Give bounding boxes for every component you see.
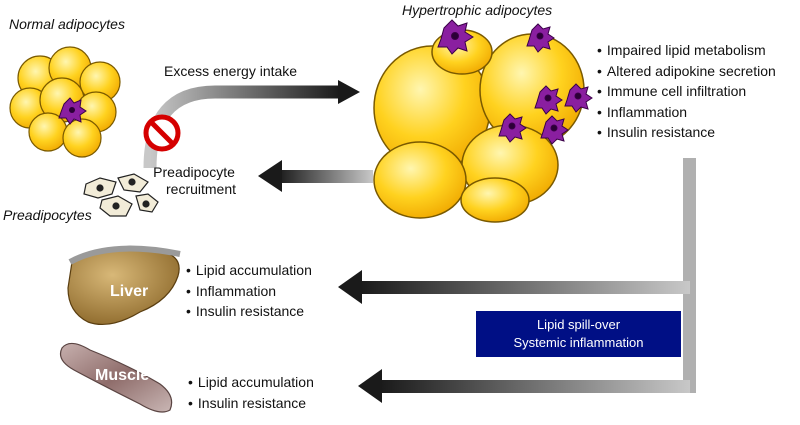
spillover-line2: Systemic inflammation: [513, 335, 644, 350]
immune-cell-icon: [58, 97, 87, 125]
excess-energy-arrow: [143, 80, 360, 169]
liver-effects-list: Lipid accumulation Inflammation Insulin …: [186, 260, 312, 322]
liver-label: Liver: [110, 283, 149, 300]
muscle-effects-list: Lipid accumulation Insulin resistance: [188, 372, 314, 413]
list-item: Insulin resistance: [188, 393, 314, 414]
list-item: Immune cell infiltration: [597, 81, 776, 102]
list-item: Lipid accumulation: [186, 260, 312, 281]
list-item: Lipid accumulation: [188, 372, 314, 393]
list-item: Altered adipokine secretion: [597, 61, 776, 82]
hypertrophic-adipocytes-label: Hypertrophic adipocytes: [402, 2, 553, 18]
liver-icon: [67, 245, 181, 325]
spillover-line1: Lipid spill-over: [536, 317, 621, 332]
normal-adipocytes-label: Normal adipocytes: [9, 16, 125, 32]
hypertrophy-effects-list: Impaired lipid metabolism Altered adipok…: [597, 40, 776, 143]
list-item: Insulin resistance: [597, 122, 776, 143]
list-item: Impaired lipid metabolism: [597, 40, 776, 61]
infiltrating-immune-cells: [437, 19, 593, 145]
list-item: Inflammation: [186, 281, 312, 302]
list-item: Inflammation: [597, 102, 776, 123]
preadipocyte-icon: [83, 173, 159, 217]
list-item: Insulin resistance: [186, 301, 312, 322]
normal-adipocytes-illustration: [9, 46, 121, 158]
preadipocyte-recruitment-label: Preadipocyte recruitment: [152, 164, 236, 198]
spillover-box: Lipid spill-over Systemic inflammation: [476, 311, 681, 357]
recruitment-arrow: [258, 160, 373, 192]
excess-energy-intake-label: Excess energy intake: [164, 63, 298, 79]
liver-arrow: [338, 270, 690, 304]
muscle-icon: [59, 342, 173, 413]
hypertrophic-adipocytes-illustration: [373, 29, 585, 223]
preadipocytes-label: Preadipocytes: [3, 207, 92, 223]
systemic-connector: [683, 158, 696, 393]
recruitment-label-line1: Preadipocyte: [153, 164, 235, 180]
muscle-arrow: [358, 369, 690, 403]
recruitment-label-line2: recruitment: [166, 180, 237, 197]
muscle-label: Muscle: [95, 367, 150, 384]
prohibition-icon: [143, 114, 181, 152]
